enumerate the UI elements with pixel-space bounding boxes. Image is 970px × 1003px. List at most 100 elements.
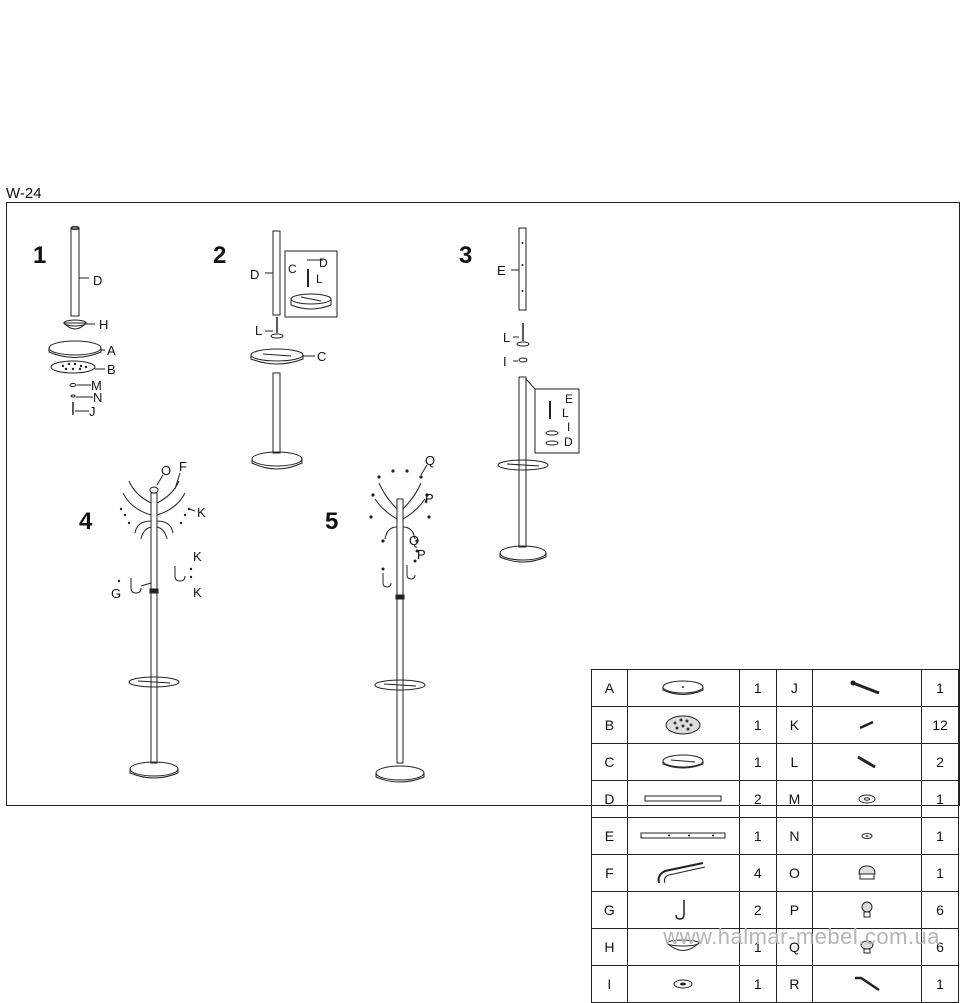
step-2-number: 2 [213, 242, 226, 269]
nut-washer-icon [673, 979, 693, 989]
model-code: W-24 [6, 185, 42, 202]
hook-f-left [122, 480, 152, 516]
part-icon-cell [811, 891, 923, 929]
part-icon-cell [626, 854, 740, 892]
part-letter: M [776, 780, 813, 818]
tube-main [518, 376, 527, 548]
short-screw-icon [859, 720, 874, 730]
label-o: O [161, 463, 171, 478]
part-letter: N [776, 817, 813, 855]
part-letter: F [591, 854, 628, 892]
step-2: 2 D C D L L C [213, 230, 338, 470]
step-1: 1 D H A B M N [33, 226, 116, 419]
part-qty: 1 [921, 669, 959, 707]
part-qty: 4 [738, 854, 778, 892]
detail-box [534, 388, 580, 454]
part-letter: I [591, 965, 628, 1003]
label-i-detail: I [567, 420, 570, 434]
part-icon-cell [626, 780, 740, 818]
cone-cup-icon [666, 939, 700, 951]
part-icon-cell [626, 669, 740, 707]
part-letter: D [591, 780, 628, 818]
label-m: M [91, 378, 102, 393]
label-d-detail: D [564, 435, 573, 449]
label-n: N [93, 390, 102, 405]
washer-n [70, 394, 76, 398]
hooks-left [374, 482, 398, 520]
step-5-number: 5 [325, 508, 338, 535]
step-5: 5 Q P Q P [325, 453, 435, 783]
label-g: G [111, 586, 121, 601]
detail-box [284, 250, 338, 318]
part-letter: K [776, 706, 813, 744]
ball-knob-icon [861, 901, 873, 918]
pole [396, 498, 404, 764]
label-l-detail: L [562, 406, 569, 420]
part-qty: 1 [738, 706, 778, 744]
label-j: J [89, 404, 96, 419]
large-washer-icon [858, 794, 876, 804]
base-disc-icon [662, 680, 704, 695]
perforated-plate-icon [665, 715, 701, 735]
part-icon-cell [811, 780, 923, 818]
label-q-2: Q [409, 533, 419, 548]
part-letter: E [591, 817, 628, 855]
base [251, 451, 303, 467]
part-icon-cell [811, 817, 923, 855]
tube-lower [272, 372, 281, 454]
label-k-2: K [193, 549, 202, 564]
hook-g-right [174, 566, 186, 582]
label-d: D [250, 267, 259, 282]
washer-m [69, 383, 77, 387]
part-icon-cell [626, 965, 740, 1003]
single-hook-icon [675, 900, 685, 920]
part-letter: G [591, 891, 628, 929]
assembly-illustration: 1 D H A B M N [33, 226, 580, 783]
part-qty: 2 [921, 743, 959, 781]
part-letter: O [776, 854, 813, 892]
part-icon-cell [811, 854, 923, 892]
part-letter: H [591, 928, 628, 966]
hooks-right [402, 482, 426, 520]
step-4: 4 O F K G K K [79, 459, 206, 779]
part-qty: 1 [738, 669, 778, 707]
part-letter: C [591, 743, 628, 781]
part-icon-cell [811, 928, 923, 966]
label-l: L [255, 323, 262, 338]
hook-f-right [156, 480, 186, 516]
label-e-detail: E [565, 392, 573, 406]
label-f: F [179, 459, 187, 474]
label-h: H [99, 317, 108, 332]
tube-icon [644, 795, 722, 802]
label-b: B [107, 362, 116, 377]
label-d: D [93, 273, 102, 288]
part-icon-cell [811, 743, 923, 781]
instruction-frame: 1 D H A B M N [6, 202, 960, 1003]
label-c-detail: C [288, 262, 297, 276]
part-icon-cell [626, 743, 740, 781]
label-k-1: K [197, 505, 206, 520]
part-qty: 1 [738, 817, 778, 855]
part-icon-cell [811, 669, 923, 707]
label-c: C [317, 349, 326, 364]
part-letter: R [776, 965, 813, 1003]
label-d-detail: D [319, 256, 328, 270]
label-a: A [107, 343, 116, 358]
pole [150, 492, 158, 764]
part-qty: 1 [921, 965, 959, 1003]
tube-e [518, 227, 527, 311]
label-e: E [497, 263, 506, 278]
flat-knob-icon [860, 940, 874, 954]
part-letter: L [776, 743, 813, 781]
threaded-rod-icon [857, 755, 876, 769]
tube-d [272, 230, 281, 316]
part-qty: 6 [921, 891, 959, 929]
drilled-tube-icon [640, 832, 726, 839]
step-3: 3 E L I E L I D [459, 227, 580, 563]
